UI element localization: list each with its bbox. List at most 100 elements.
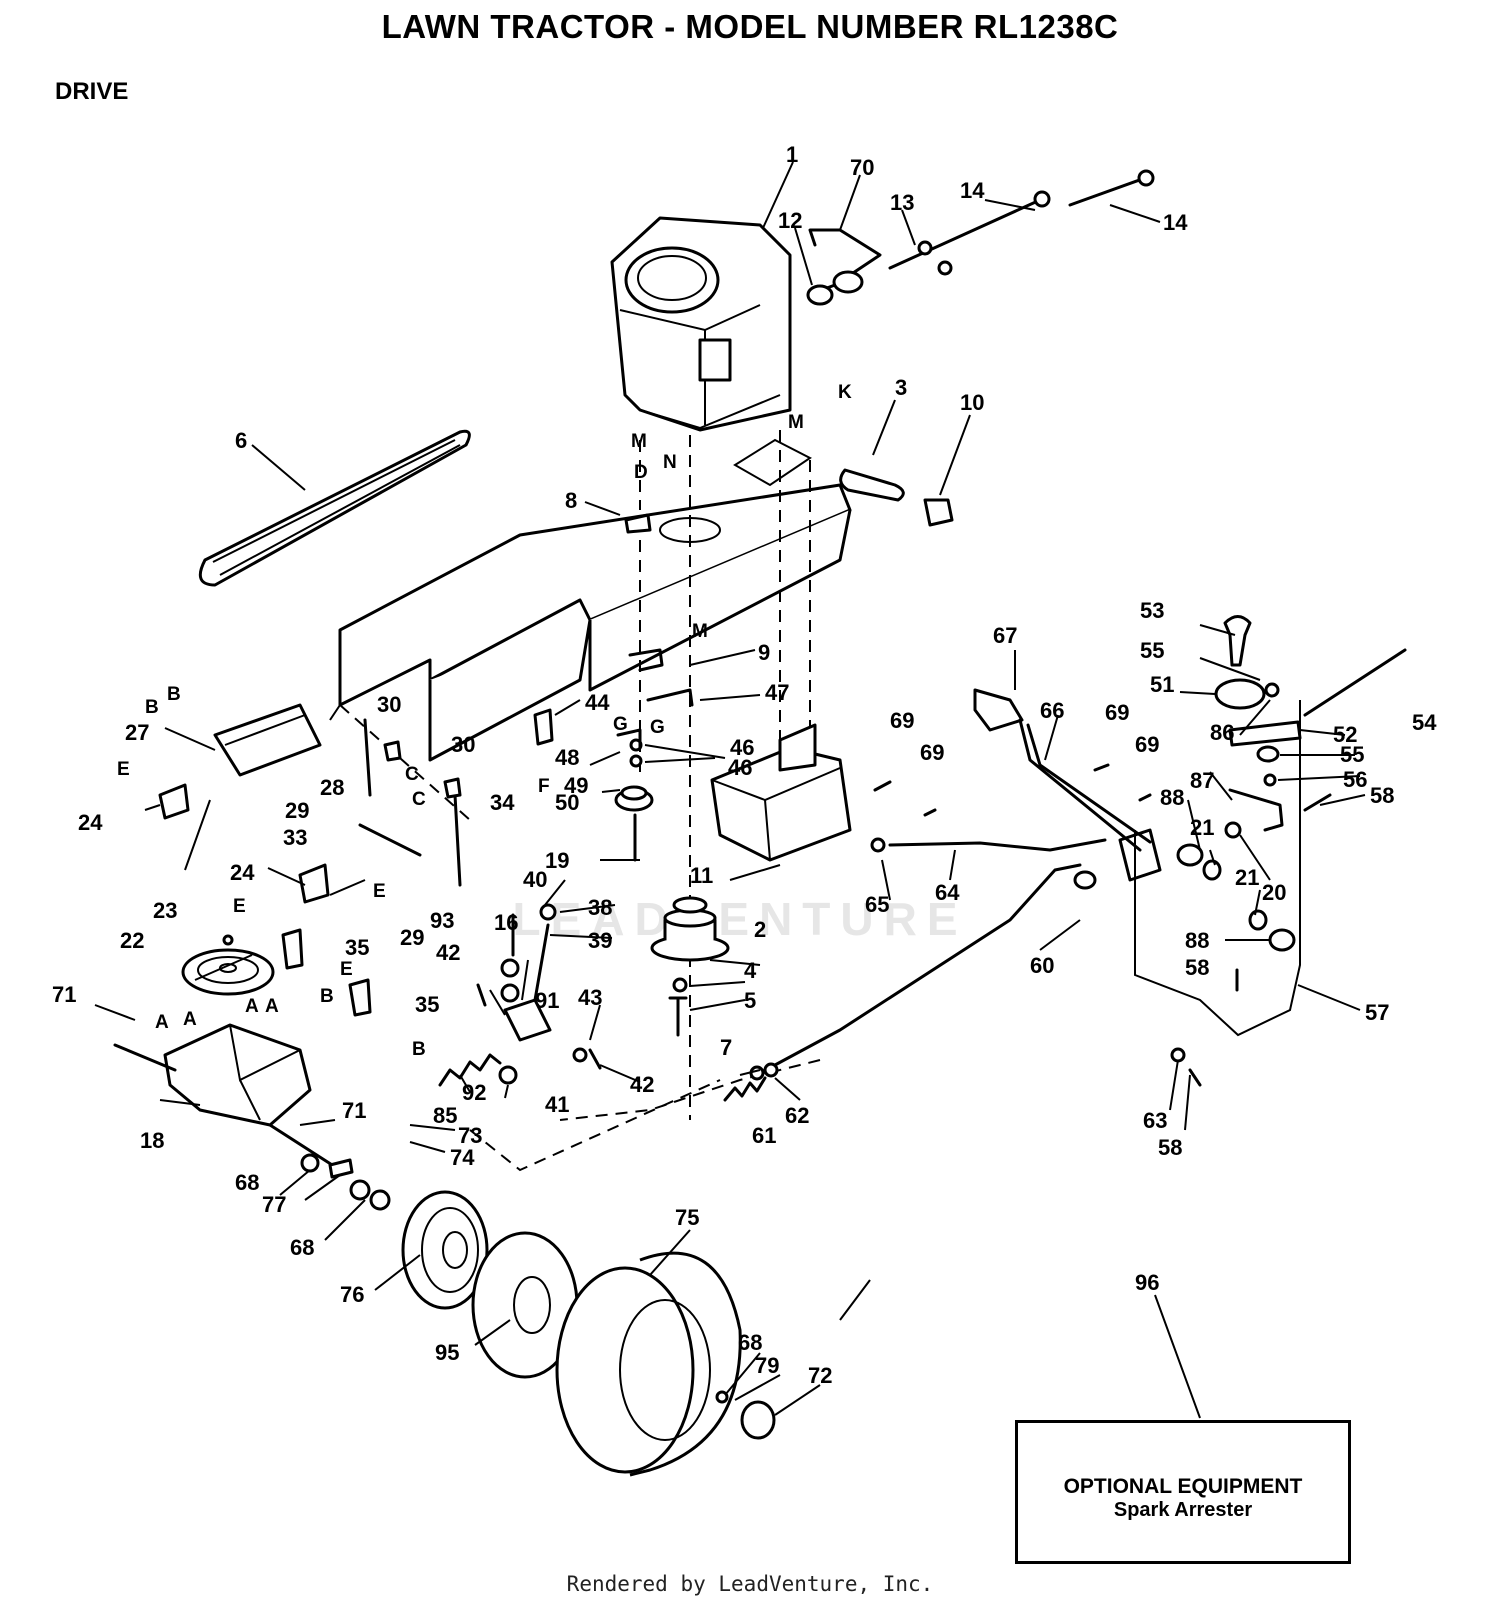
callout-label: 39 (588, 928, 612, 953)
callout-label: 20 (1262, 880, 1286, 905)
pin-part-69d (1138, 793, 1152, 802)
ref-letter: A (265, 996, 279, 1017)
callout-label: 35 (415, 992, 439, 1017)
nut-part-86 (1264, 682, 1280, 698)
callout-label: 38 (588, 895, 612, 920)
callout-label: 55 (1140, 638, 1164, 663)
callout-label: 88 (1160, 785, 1184, 810)
key-part-77 (328, 1158, 354, 1179)
callout-label: 75 (675, 1205, 699, 1230)
callout-label: 14 (960, 178, 985, 203)
page-title: LAWN TRACTOR - MODEL NUMBER RL1238C (381, 8, 1119, 45)
letter-labels: B B E C C F G G M M M N D K E E E B B A … (117, 382, 852, 1060)
callout-label: 34 (490, 790, 515, 815)
pin-part-42b (588, 1048, 602, 1070)
callout-label: 43 (578, 985, 602, 1010)
callout-label: 79 (755, 1353, 779, 1378)
tire-part-75 (555, 1251, 742, 1477)
ref-letter: G (650, 717, 665, 738)
callout-labels: 1 70 12 13 14 14 3 10 6 8 9 47 44 48 49 … (52, 142, 1437, 1388)
pin-part-42a (476, 983, 487, 1007)
callout-label: 56 (1343, 767, 1367, 792)
rod-part-33 (358, 823, 422, 857)
ref-letter: A (155, 1012, 169, 1033)
callout-label: 16 (494, 910, 518, 935)
bracket-part-35a (281, 928, 304, 970)
callout-label: 92 (462, 1080, 486, 1105)
bracket-part-87 (1228, 788, 1284, 832)
callout-label: 21 (1190, 815, 1214, 840)
bushing-part-62 (763, 1062, 779, 1078)
brake-rod-part-60 (773, 863, 1082, 1067)
callout-label: 77 (262, 1192, 286, 1217)
bolt-part-14b (1068, 176, 1147, 207)
callout-label: 69 (920, 740, 944, 765)
callout-label: 10 (960, 390, 984, 415)
ref-letter: M (631, 431, 647, 452)
washer-part-13 (917, 240, 933, 256)
spring-part-85 (438, 1053, 502, 1087)
washer-part-56 (1263, 773, 1277, 787)
optional-equipment-box: OPTIONAL EQUIPMENT Spark Arrester (1015, 1420, 1351, 1564)
callout-label: 86 (1210, 720, 1234, 745)
pin-part-69b (923, 808, 937, 817)
drive-belt-part-6 (198, 429, 471, 587)
bracket-part-91 (503, 998, 552, 1042)
callout-label: 5 (744, 988, 756, 1013)
callout-label: 85 (433, 1103, 457, 1128)
callout-label: 3 (895, 375, 907, 400)
callout-label: 54 (1412, 710, 1437, 735)
callout-label: 8 (565, 488, 577, 513)
washer-part-68 (369, 1189, 391, 1211)
callout-label: 1 (786, 142, 798, 167)
ref-letter: D (634, 462, 648, 483)
muffler-part-11 (710, 723, 852, 862)
pulley-part-2 (650, 896, 730, 962)
nut-part-55 (1256, 745, 1280, 763)
nut-part-23 (222, 934, 234, 946)
ref-letter: C (412, 789, 426, 810)
callout-label: 66 (1040, 698, 1064, 723)
bracket-part-35b (348, 978, 372, 1017)
washer-part-4 (672, 977, 688, 993)
callout-label: 88 (1185, 928, 1209, 953)
callout-label: 58 (1185, 955, 1209, 980)
knob-part-51 (1214, 678, 1266, 710)
pulley-part-22 (181, 948, 275, 996)
lever-part-52 (1228, 720, 1302, 747)
ref-letter: K (838, 382, 852, 403)
bushing-part-88b (1268, 928, 1296, 952)
spacer-part-21a (1202, 859, 1222, 881)
ref-letter: N (663, 452, 677, 473)
callout-label: 44 (585, 690, 610, 715)
callout-label: 29 (400, 925, 424, 950)
callout-label: 91 (535, 988, 559, 1013)
callout-label: 40 (523, 867, 547, 892)
bracket-part-9 (628, 648, 664, 672)
callout-label: 93 (430, 908, 454, 933)
nut-part-10 (923, 498, 954, 527)
bracket-part-47 (646, 688, 694, 707)
section-label: DRIVE (55, 78, 129, 105)
callout-label: 72 (808, 1363, 832, 1388)
callout-label: 30 (451, 732, 475, 757)
ref-letter: E (117, 759, 130, 780)
bushing-part-43 (572, 1047, 588, 1063)
callout-label: 11 (690, 863, 713, 888)
clip-part-30a (383, 740, 402, 762)
bolt-part-14a (888, 198, 1042, 270)
callout-label: 29 (285, 798, 309, 823)
cap-part-72 (740, 1400, 776, 1440)
ref-letter: F (538, 776, 550, 797)
ref-letter: A (245, 996, 259, 1017)
rod-part-64 (888, 838, 1107, 852)
knob-part-53 (1223, 615, 1252, 667)
ref-letter: E (340, 959, 353, 980)
bracket-part-44 (533, 708, 554, 746)
callout-label: 42 (436, 940, 460, 965)
callout-label: 21 (1235, 865, 1259, 890)
engine-part-1 (610, 216, 792, 432)
callout-label: 68 (290, 1235, 314, 1260)
ring-part-63 (1170, 1047, 1186, 1063)
